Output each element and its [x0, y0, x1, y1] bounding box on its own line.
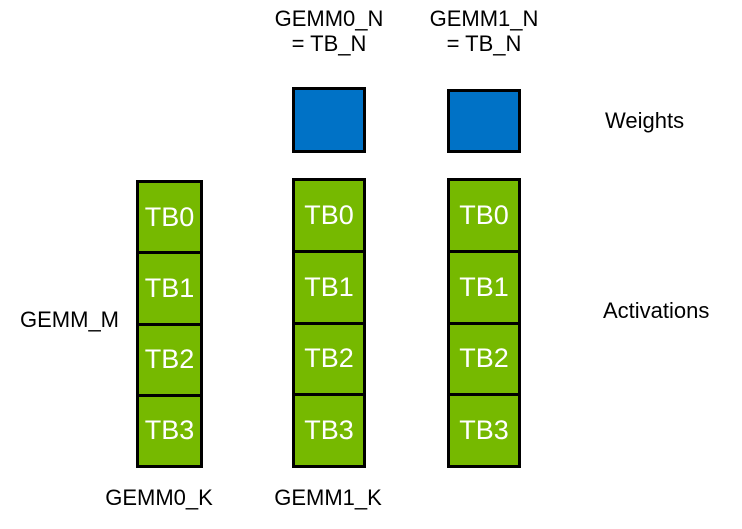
gemm0-k-label: GEMM0_K [105, 485, 213, 510]
tb-block: TB1 [292, 249, 366, 325]
gemm1-n-label-line2: = TB_N [446, 31, 522, 56]
activations-column-gemm0: TB0 TB1 TB2 TB3 [136, 180, 203, 468]
tb-block: TB2 [292, 321, 366, 397]
tb-block: TB3 [292, 393, 366, 468]
gemm0-n-label-line1: GEMM0_N [274, 6, 384, 31]
gemm1-n-label-line1: GEMM1_N [429, 6, 539, 31]
activations-column-gemm1: TB0 TB1 TB2 TB3 [292, 178, 366, 468]
tb-block: TB0 [136, 180, 203, 255]
gemm1-n-label: GEMM1_N = TB_N [404, 6, 564, 56]
gemm0-weights-square [292, 87, 366, 153]
activations-column-output: TB0 TB1 TB2 TB3 [447, 178, 521, 468]
tb-block: TB3 [447, 393, 521, 468]
gemm1-k-label: GEMM1_K [274, 485, 382, 510]
weights-label: Weights [605, 108, 685, 133]
tb-block: TB0 [292, 178, 366, 253]
gemm0-n-label: GEMM0_N = TB_N [249, 6, 409, 56]
gemm1-weights-square [447, 89, 521, 153]
tb-block: TB3 [136, 393, 203, 468]
tb-block: TB2 [447, 321, 521, 397]
tb-block: TB1 [447, 249, 521, 325]
tb-block: TB2 [136, 322, 203, 397]
gemm0-n-label-line2: = TB_N [291, 31, 367, 56]
activations-label: Activations [603, 298, 710, 323]
tb-block: TB0 [447, 178, 521, 253]
gemm-m-label: GEMM_M [20, 307, 119, 332]
tb-block: TB1 [136, 251, 203, 326]
